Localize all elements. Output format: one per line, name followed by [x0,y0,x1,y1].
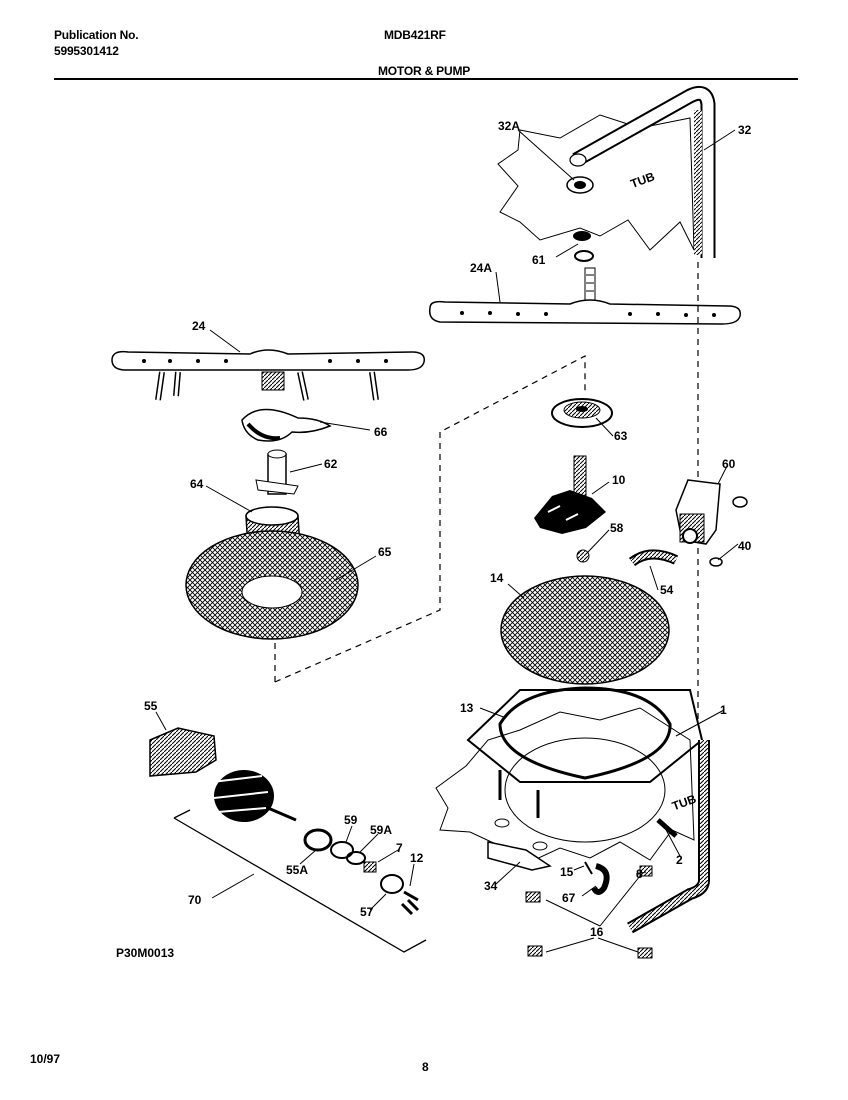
part-24: 24 [192,319,206,333]
part-15: 15 [560,865,574,879]
part-67: 67 [562,891,576,905]
tub-cutaway-top [497,114,695,251]
check-ball [576,549,590,563]
upper-spray-arm [428,267,741,325]
part-2: 2 [676,853,683,867]
dashed-guide-center [274,355,586,683]
part-54: 54 [660,583,674,597]
part-61: 61 [532,253,546,267]
part-63: 63 [614,429,628,443]
pump-impeller [534,455,606,534]
part-32A: 32A [498,119,520,133]
part-58: 58 [610,521,624,535]
supply-tube [569,85,716,258]
bearing-ring [573,231,594,262]
tub-cutaway-bottom [435,707,695,863]
part-70: 70 [188,893,202,907]
part-24A: 24A [470,261,492,275]
part-65: 65 [378,545,392,559]
part-14: 14 [490,571,504,585]
page-number: 8 [422,1060,429,1074]
motor-seal-set [303,828,420,916]
part-57: 57 [360,905,374,919]
model-number: MDB421RF [384,28,446,42]
part-32: 32 [738,123,752,137]
part-55: 55 [144,699,158,713]
part-10: 10 [612,473,626,487]
inlet-valve [675,479,721,545]
drawing-code: P30M0013 [116,946,174,960]
part-59: 59 [344,813,358,827]
leader-lines [155,129,739,953]
fine-filter-screen [500,575,670,685]
footer-date: 10/97 [30,1052,61,1066]
part-7: 7 [396,841,403,855]
part-8: 8 [636,867,643,881]
spray-arm-stem [255,449,299,495]
part-60: 60 [722,457,736,471]
pump-gasket [498,686,672,780]
clamp-rings [709,496,748,567]
part-59A: 59A [370,823,392,837]
part-12: 12 [410,851,424,865]
header-rule [54,78,798,80]
part-1: 1 [720,703,727,717]
fasteners [487,770,678,959]
spray-arm-hub [241,408,332,442]
publication-number: 5995301412 [54,44,119,58]
part-40: 40 [738,539,752,553]
publication-label: Publication No. [54,28,139,42]
motor [211,770,297,822]
part-16: 16 [590,925,604,939]
lower-spray-arm [111,349,425,401]
filter-screen [185,530,359,640]
tube-nut [566,176,594,194]
motor-bracket [173,809,427,953]
part-64: 64 [190,477,204,491]
part-55A: 55A [286,863,308,877]
part-62: 62 [324,457,338,471]
part-labels: 32A 32 61 24A 24 66 62 64 65 63 10 60 58… [144,119,752,939]
part-66: 66 [374,425,388,439]
motor-end-bracket [149,727,217,777]
part-13: 13 [460,701,474,715]
part-34: 34 [484,879,498,893]
section-title: MOTOR & PUMP [378,64,471,78]
pump-cover-disc [551,398,613,428]
